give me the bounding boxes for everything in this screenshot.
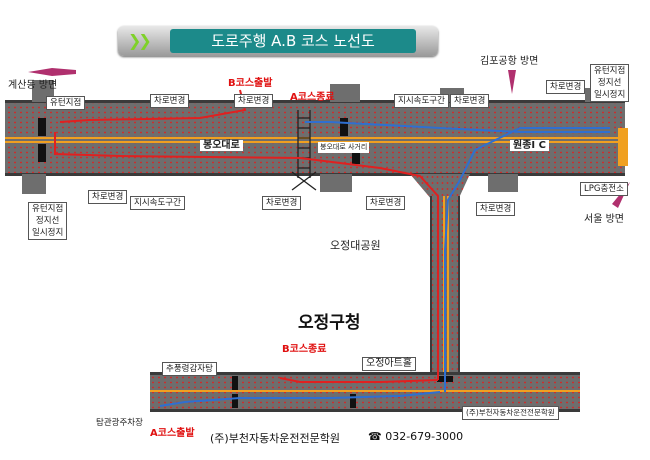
label-a-end: A코스종료 [290, 92, 335, 103]
main-road [5, 80, 625, 194]
uturn-box [618, 128, 628, 166]
label-uturn-right: 유턴지점 정지선 일시정지 [590, 64, 630, 102]
arrow-north-icon [508, 70, 516, 94]
course-a-route [159, 121, 610, 407]
label-uturn-left-bottom: 유턴지점 정지선 일시정지 [28, 202, 68, 240]
label-bongo-intersection: 봉오대로 사거리 [318, 142, 370, 153]
label-chupung: 추풍령감자탕 [162, 362, 217, 376]
label-lane-change-2: 차로변경 [234, 94, 274, 108]
label-b-end: B코스종료 [282, 344, 327, 355]
label-uturn-top-left: 유턴지점 [46, 96, 86, 110]
label-company-small: (주)부천자동차운전전문학원 [462, 406, 559, 420]
page-title: 도로주행 A.B 코스 노선도 [170, 29, 416, 53]
label-lpg: LPG충전소 [580, 182, 628, 196]
label-ojeong-office: 오정구청 [298, 313, 361, 333]
label-lane-change-7: 차로변경 [366, 196, 406, 210]
chevrons-icon: ❯❯ [128, 31, 152, 50]
label-bongo-road: 봉오대로 [200, 140, 243, 151]
label-ojeong-art: 오정아트홀 [362, 357, 416, 371]
label-speed-1: 지시속도구간 [394, 94, 449, 108]
vertical-road [410, 174, 470, 398]
label-a-start: A코스출발 [150, 428, 195, 439]
company-name: (주)부천자동차운전전문학원 [210, 432, 341, 445]
label-seoul: 서울 방면 [584, 214, 624, 225]
arrow-west-icon [28, 68, 76, 76]
label-lane-change-4: 차로변경 [546, 80, 586, 94]
label-lane-change-3: 차로변경 [450, 94, 490, 108]
label-gimpo: 김포공항 방면 [480, 56, 539, 67]
label-lane-change-6: 차로변경 [262, 196, 302, 210]
lower-road [150, 372, 580, 412]
label-lane-change-8: 차로변경 [476, 202, 516, 216]
label-ojeong-park: 오정대공원 [330, 239, 381, 252]
label-speed-2: 지시속도구간 [130, 196, 185, 210]
label-talgwan: 탐관광주차장 [96, 418, 143, 428]
label-b-start: B코스출발 [228, 78, 273, 89]
label-lane-change-1: 차로변경 [150, 94, 190, 108]
phone-number: ☎ 032-679-3000 [368, 430, 464, 443]
label-gyesan: 계산동 방면 [8, 80, 58, 91]
label-lane-change-5: 차로변경 [88, 190, 128, 204]
title-banner: ❯❯ 도로주행 A.B 코스 노선도 [118, 26, 438, 56]
label-wonjong-ic: 원종I C [510, 140, 549, 151]
